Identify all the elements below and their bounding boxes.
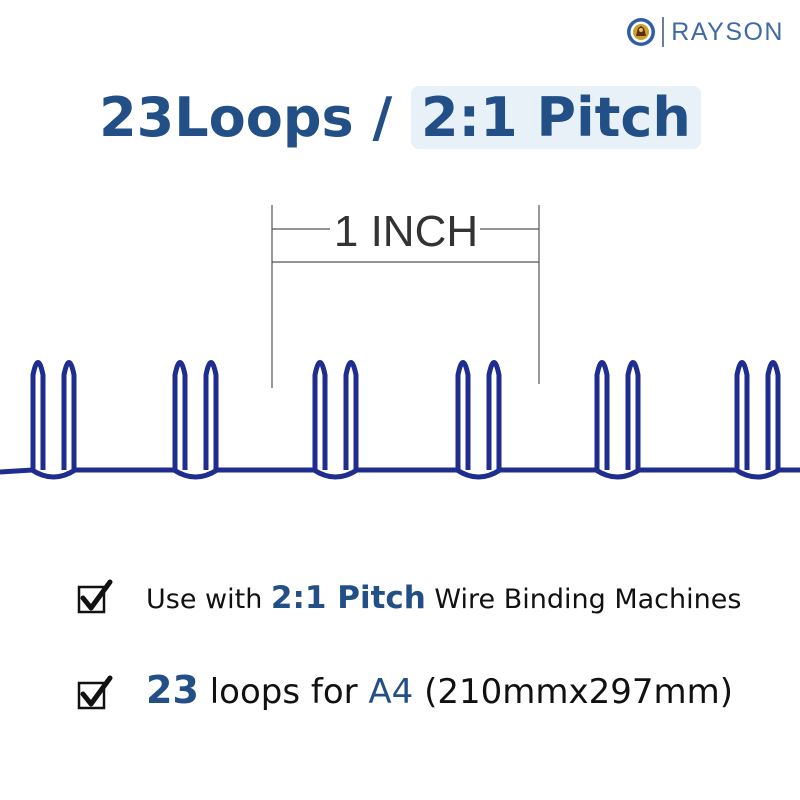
wire-loop — [765, 360, 781, 470]
headline: 23Loops / 2:1 Pitch — [0, 86, 800, 150]
feature-loops-mid: loops for — [198, 672, 369, 712]
brand-separator — [662, 17, 665, 47]
wire-spine — [0, 467, 800, 480]
feature-pitch-pre: Use with — [146, 584, 271, 615]
wire-loop — [312, 360, 328, 470]
headline-loops: 23Loops / — [99, 86, 411, 149]
lion-crest-icon — [627, 18, 656, 46]
wire-loop — [625, 360, 641, 470]
feature-loops-count: 23 — [146, 668, 199, 712]
measure-label: 1 INCH — [334, 207, 478, 256]
wire-loop — [734, 360, 750, 470]
wire-loop — [594, 360, 610, 470]
feature-loops-dims: (210mmx297mm) — [413, 672, 734, 712]
feature-pitch: Use with 2:1 Pitch Wire Binding Machines — [0, 570, 800, 630]
wire-loop — [343, 360, 359, 470]
checkbox-checked-icon — [77, 675, 113, 710]
wire-loop — [203, 360, 219, 470]
brand-logo: RAYSON — [626, 14, 784, 50]
brand-name: RAYSON — [671, 17, 784, 46]
headline-pitch: 2:1 Pitch — [410, 86, 701, 149]
measurement-bracket — [271, 205, 540, 388]
wire-loop — [455, 360, 471, 470]
feature-pitch-em: 2:1 Pitch — [270, 580, 426, 616]
feature-loops-size: A4 — [368, 672, 414, 712]
wire-loop — [172, 360, 188, 470]
feature-pitch-post: Wire Binding Machines — [425, 584, 742, 615]
wire-loop — [30, 360, 46, 470]
twin-loop-wire — [0, 360, 800, 480]
feature-loops: 23 loops for A4 (210mmx297mm) — [0, 660, 800, 720]
checkbox-checked-icon — [77, 579, 113, 614]
feature-pitch-text: Use with 2:1 Pitch Wire Binding Machines — [146, 580, 741, 616]
feature-loops-text: 23 loops for A4 (210mmx297mm) — [146, 668, 733, 712]
wire-loop — [486, 360, 502, 470]
wire-binding-diagram: 1 INCH — [0, 205, 800, 480]
wire-loop — [61, 360, 77, 470]
